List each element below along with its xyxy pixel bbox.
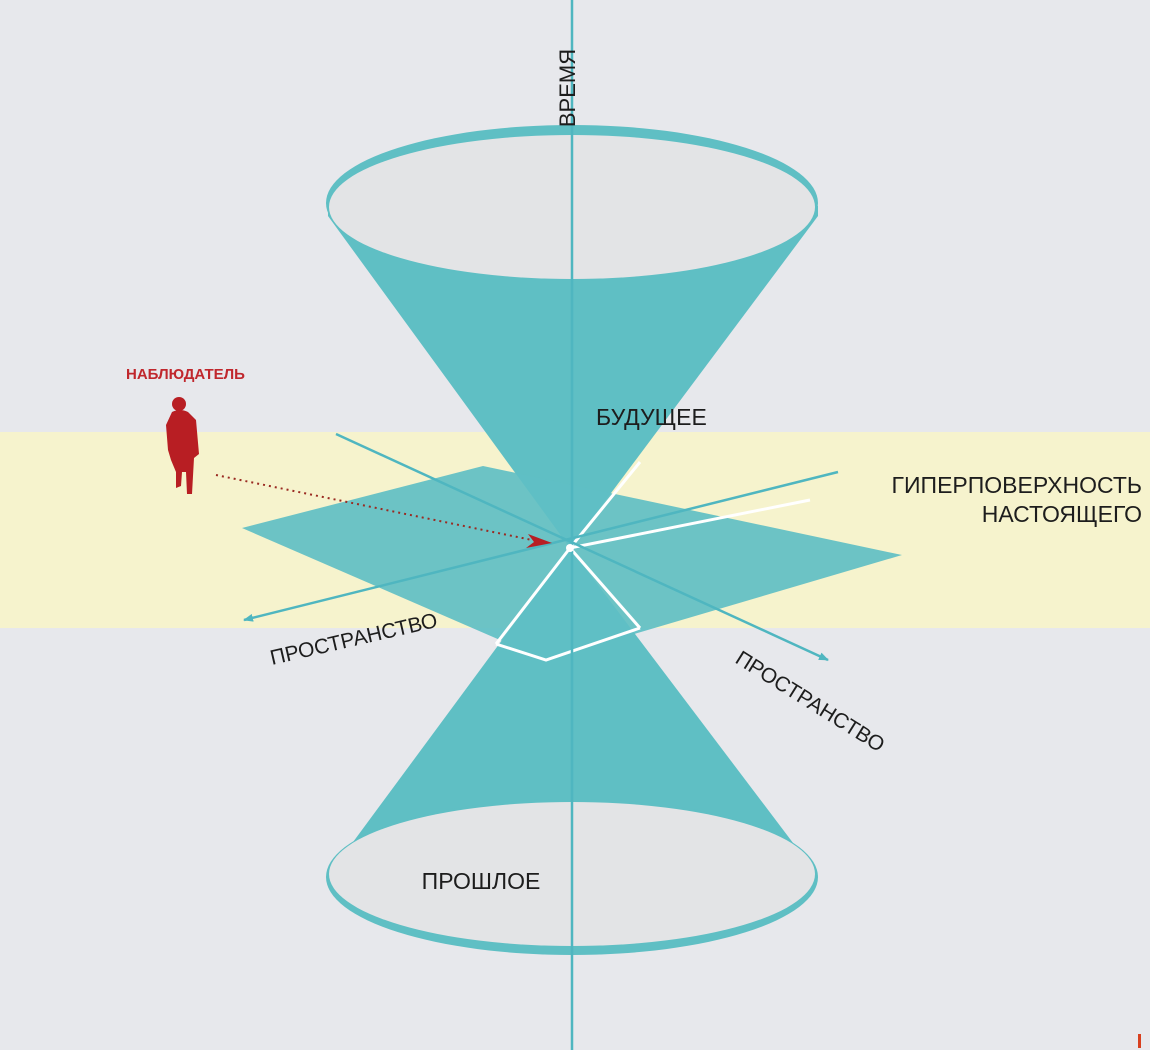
person-silhouette-icon [166,397,199,494]
observer-label: НАБЛЮДАТЕЛЬ [126,366,245,383]
future-label: БУДУЩЕЕ [596,404,707,430]
past-label: ПРОШЛОЕ [422,868,541,894]
hyperplane-edge-left [494,547,572,645]
hypersurface-label-line2: НАСТОЯЩЕГО [982,501,1142,527]
origin-point [566,544,574,552]
hyperplane-edge-right [568,547,642,629]
hypersurface-label-line1: ГИПЕРПОВЕРХНОСТЬ [892,472,1142,498]
time-axis-label: ВРЕМЯ [555,49,580,127]
arrowhead-icon [526,534,552,548]
space-axis-left [243,470,839,622]
corner-mark [1138,1034,1141,1048]
hyperplane-edge-lower [495,626,641,662]
space-axis-right [335,432,829,662]
